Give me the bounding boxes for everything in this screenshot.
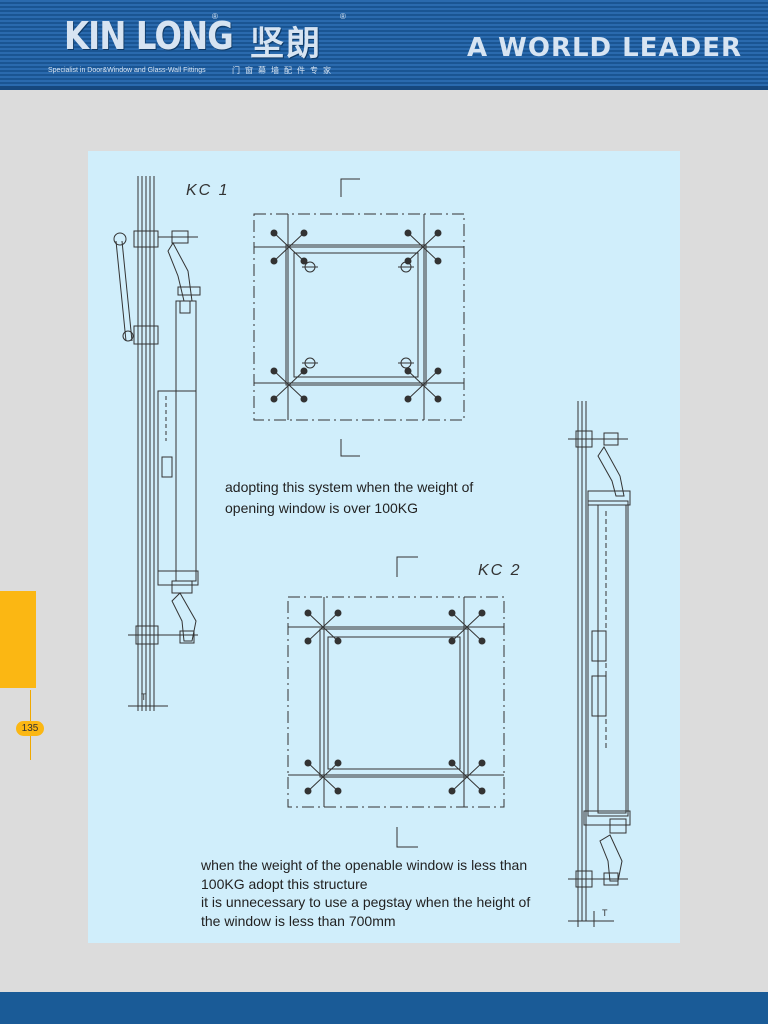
brand-logo-cn: 坚朗 — [250, 24, 322, 64]
kc2-label: KC 2 — [478, 562, 522, 579]
kc1-caption: adopting this system when the weight of … — [225, 479, 474, 516]
footer-bar — [0, 992, 768, 1024]
kc1-frame — [254, 214, 464, 420]
brand-logo: KIN LONG — [64, 14, 234, 58]
kc1-elevation-view — [253, 213, 465, 421]
kc1-label: KC 1 — [186, 182, 230, 199]
header-banner: KIN LONG ® 坚朗 ® Specialist in Door&Windo… — [0, 0, 768, 90]
chapter-tab — [0, 591, 36, 688]
technical-drawing — [113, 176, 631, 927]
kc2-elevation-view — [287, 596, 505, 808]
kc2-caption-line: when the weight of the openable window i… — [201, 857, 528, 873]
kc2-caption-line: it is unnecessary to use a pegstay when … — [201, 894, 531, 910]
content-panel: KC 1 KC 2 T T adopting this system when … — [88, 151, 680, 943]
kc2-frame — [288, 597, 504, 807]
kc1-section-view — [113, 176, 201, 711]
tagline-en: Specialist in Door&Window and Glass-Wall… — [48, 67, 206, 74]
kc2-caption-line: 100KG adopt this structure — [201, 875, 368, 892]
tagline-cn: 门窗幕墙配件专家 — [232, 66, 336, 75]
kc2-section-view — [568, 401, 631, 927]
kc2-caption: when the weight of the openable window i… — [201, 856, 581, 930]
kc2-caption-line: the window is less than 700mm — [201, 912, 396, 929]
registered-mark-cn: ® — [340, 12, 346, 21]
dimension-label-right: T — [602, 908, 608, 918]
slogan: A WORLD LEADER — [467, 33, 742, 63]
registered-mark: ® — [212, 12, 218, 21]
dimension-label-left: T — [141, 692, 147, 702]
page-number: 135 — [16, 721, 44, 736]
